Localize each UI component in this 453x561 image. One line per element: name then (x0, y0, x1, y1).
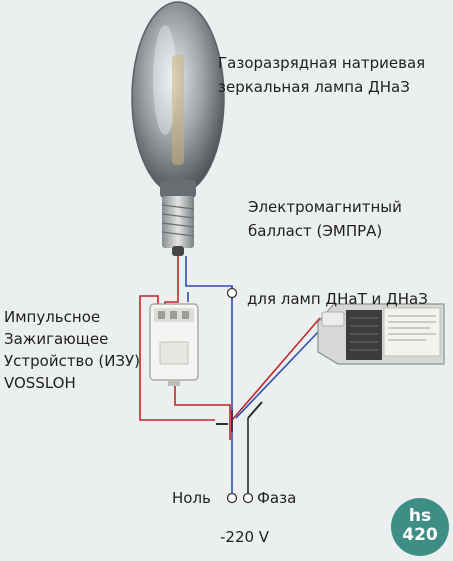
neutral-terminal (226, 492, 238, 504)
lamp-label-line2: зеркальная лампа ДНаЗ (218, 78, 410, 96)
igniter-label-line2: Зажигающее (4, 330, 109, 348)
ballast-label-line2: балласт (ЭМПРА) (248, 222, 383, 240)
igniter-label-line4: VOSSLOH (4, 374, 76, 392)
ballast-device-icon (317, 303, 445, 365)
logo-text: hs 420 (391, 507, 449, 545)
voltage-label: -220 V (220, 528, 270, 546)
lamp-bulb-icon (131, 1, 225, 256)
wires (139, 256, 321, 498)
ballast-compat-label: для ламп ДНаТ и ДНаЗ (247, 290, 428, 308)
phase-terminal (242, 492, 254, 504)
site-logo: hs 420 (391, 498, 449, 556)
lamp-label-line1: Газоразрядная натриевая (218, 54, 426, 72)
junction-terminal (226, 287, 238, 299)
igniter-label-line1: Импульсное (4, 308, 101, 326)
neutral-label: Ноль (172, 489, 211, 507)
logo-line1: hs (408, 506, 432, 526)
ballast-label-line1: Электромагнитный (248, 198, 402, 216)
phase-label: Фаза (257, 489, 297, 507)
logo-line2: 420 (402, 525, 438, 545)
igniter-device-icon (149, 303, 199, 386)
igniter-label-line3: Устройство (ИЗУ) (4, 352, 141, 370)
